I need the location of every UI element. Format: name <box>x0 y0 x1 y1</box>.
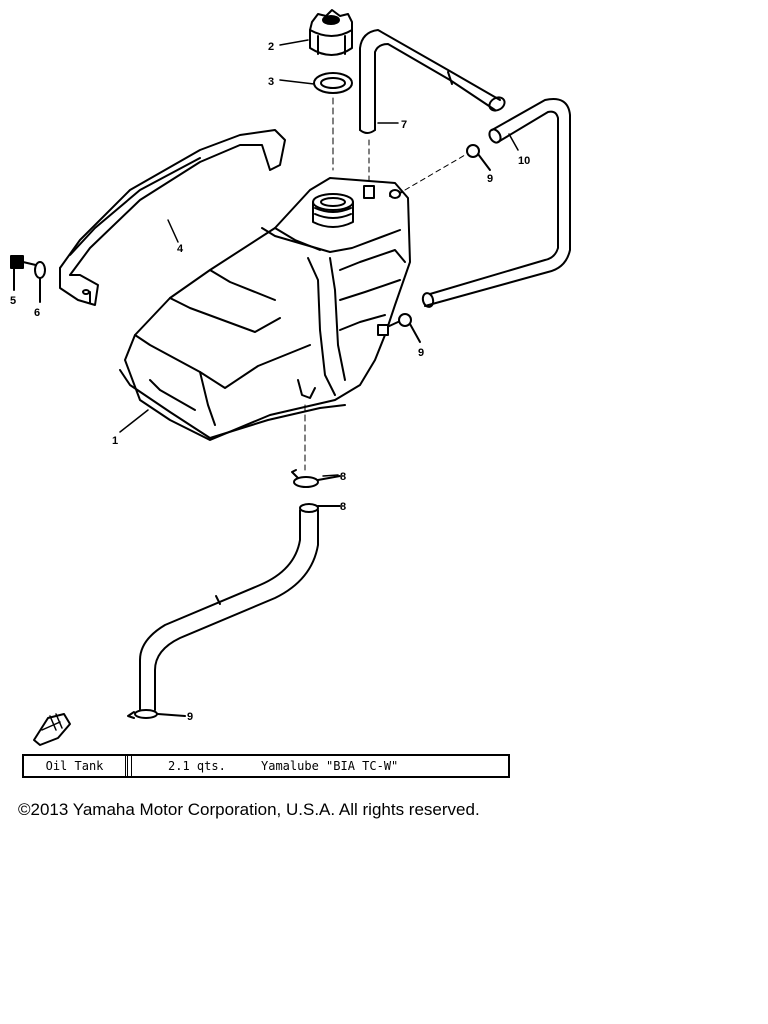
callout-label-bolt: 5 <box>10 295 16 307</box>
callout-label-bracket: 4 <box>177 243 184 255</box>
copyright-notice: ©2013 Yamaha Motor Corporation, U.S.A. A… <box>18 800 480 819</box>
vent-hose-clip <box>404 144 491 191</box>
callout-label-hose-end: 8 <box>340 501 346 513</box>
callout-label-clip-upper: 8 <box>340 471 346 483</box>
callout-labels: 2 3 7 9 10 4 5 6 9 1 8 8 9 <box>10 41 530 723</box>
tank-bracket <box>59 129 286 306</box>
callout-label-clip-side: 9 <box>418 347 424 359</box>
bracket-washer <box>34 261 46 303</box>
callout-label-gasket: 3 <box>268 76 274 88</box>
cap-gasket <box>313 72 353 94</box>
callout-label-cap: 2 <box>268 41 274 53</box>
callout-label-washer: 6 <box>34 307 40 319</box>
bottom-hose-clip <box>127 709 186 719</box>
oil-tank-parts-diagram: 2 3 7 9 10 4 5 6 9 1 8 8 9 <box>10 9 571 746</box>
spec-lubricant: Yamalube "BIA TC-W" <box>261 759 399 773</box>
oil-spec-table: Oil Tank 2.1 qts. Yamalube "BIA TC-W" <box>22 754 510 778</box>
callout-label-hose-vent: 10 <box>518 155 530 167</box>
side-hose-clip <box>377 313 421 343</box>
lower-hose-clip <box>291 469 341 488</box>
callout-label-hose-top: 7 <box>401 119 407 131</box>
spec-part-name: Oil Tank <box>24 756 128 776</box>
callout-label-clip-right: 9 <box>487 173 493 185</box>
callout-leaders <box>119 39 519 477</box>
filler-cap <box>309 9 353 56</box>
callout-label-clip-bottom: 9 <box>187 711 193 723</box>
ski-symbol-icon <box>33 713 71 746</box>
oil-delivery-hose <box>139 503 341 711</box>
oil-tank-body <box>119 177 411 441</box>
breather-hose <box>359 29 506 181</box>
filler-neck <box>312 185 403 228</box>
spec-quantity: 2.1 qts. <box>131 756 241 776</box>
callout-label-tank: 1 <box>112 435 118 447</box>
vent-hose <box>421 98 571 308</box>
